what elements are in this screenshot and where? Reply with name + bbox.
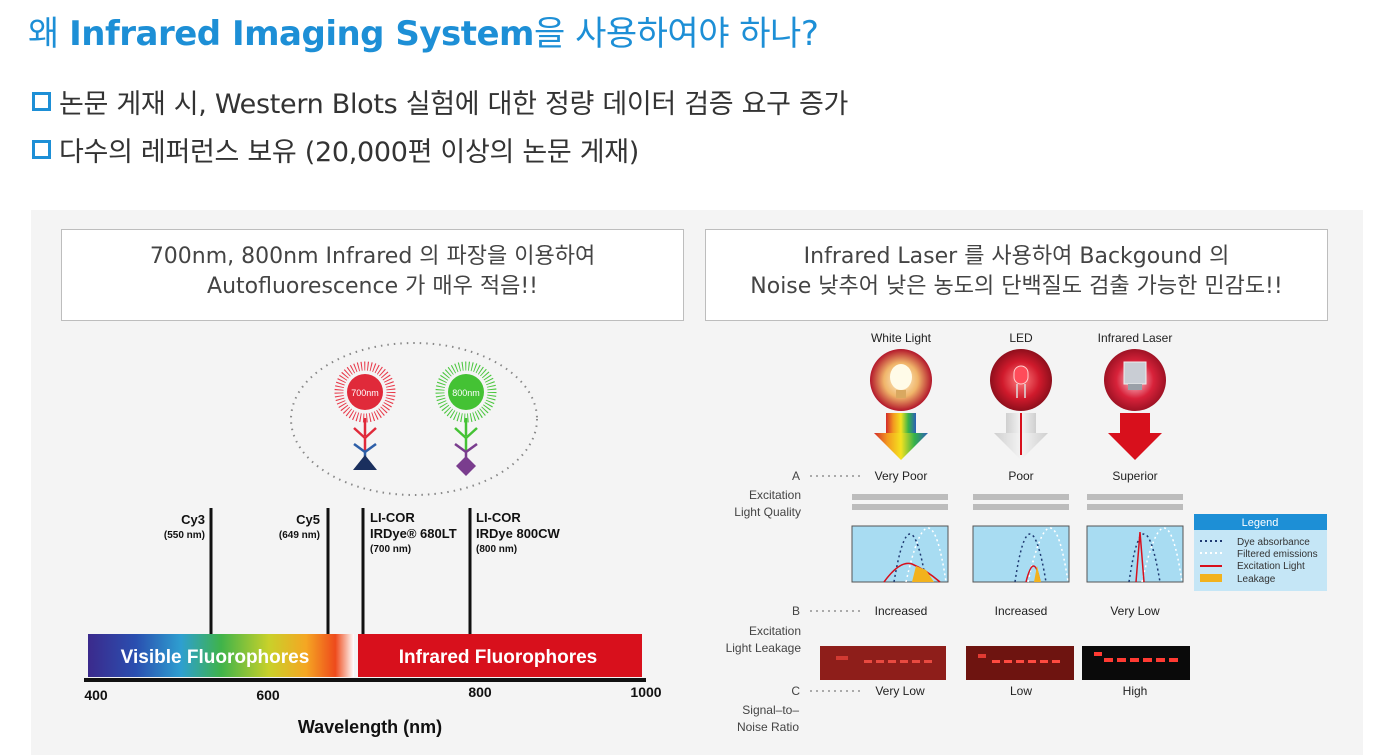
blot-image-laser	[1082, 646, 1190, 680]
axis-title: Wavelength (nm)	[298, 717, 442, 737]
title-brand: Infrared Imaging System	[69, 14, 534, 54]
axis-tick-400: 400	[84, 687, 108, 703]
marker-680-line2: IRDye® 680LT	[370, 526, 457, 541]
source-led-label: LED	[1009, 331, 1033, 345]
legend-item-excitation: Excitation Light	[1237, 561, 1305, 572]
left-callout-line2: Autofluorescence 가 매우 적음!!	[207, 274, 538, 299]
checkbox-square-icon	[32, 140, 51, 159]
laser-arrow-icon	[1108, 413, 1162, 460]
spectrum-graph-laser	[1086, 525, 1184, 583]
legend-title: Legend	[1242, 517, 1279, 529]
marker-680-name: LI-COR	[370, 510, 415, 525]
row-b-value-laser: Very Low	[1110, 604, 1160, 618]
row-a-label-line1: Excitation	[749, 488, 801, 502]
white-light-bulb-icon	[870, 349, 932, 411]
led-bulb-icon	[990, 349, 1052, 411]
row-b-label-line2: Light Leakage	[726, 641, 802, 655]
bubble-700-label: 700nm	[351, 388, 379, 398]
right-callout: Infrared Laser 를 사용하여 Backgound 의 Noise …	[705, 229, 1328, 321]
marker-800-sub: (800 nm)	[476, 544, 517, 555]
visible-band-label: Visible Fluorophores	[121, 647, 310, 668]
marker-cy5-name: Cy5	[296, 512, 320, 527]
row-a-letter: A	[792, 469, 800, 483]
marker-cy3-name: Cy3	[181, 512, 205, 527]
axis-tick-600: 600	[256, 687, 280, 703]
page-title: 왜 Infrared Imaging System을 사용하여야 하나?	[28, 6, 819, 55]
left-callout-line1: 700nm, 800nm Infrared 의 파장을 이용하여	[149, 244, 596, 269]
legend-item-leakage: Leakage	[1237, 574, 1276, 585]
spectrum-graph-led	[972, 525, 1070, 583]
visible-band	[88, 634, 354, 677]
white-light-arrow-icon	[874, 413, 928, 460]
checkbox-square-icon	[32, 92, 51, 111]
blot-image-led	[966, 646, 1074, 680]
row-b-label-line1: Excitation	[749, 624, 801, 638]
spectrum-graph-white	[851, 525, 949, 583]
row-b-value-led: Increased	[995, 604, 1048, 618]
row-c-value-laser: High	[1123, 684, 1148, 698]
bubble-800-label: 800nm	[452, 388, 480, 398]
source-laser-label: Infrared Laser	[1098, 331, 1173, 345]
bullet-item-2: 다수의 레퍼런스 보유 (20,000편 이상의 논문 게재)	[32, 130, 639, 169]
row-a-value-led: Poor	[1008, 469, 1033, 483]
title-prefix: 왜	[28, 14, 70, 54]
source-white-light-label: White Light	[871, 331, 932, 345]
marker-cy5-sub: (649 nm)	[279, 530, 320, 541]
bubble-800-icon	[435, 361, 497, 423]
laser-bulb-icon	[1104, 349, 1166, 411]
row-c-value-white: Very Low	[875, 684, 925, 698]
legend-item-filtered: Filtered emissions	[1237, 549, 1318, 560]
bullet-text-2: 다수의 레퍼런스 보유 (20,000편 이상의 논문 게재)	[59, 137, 640, 168]
row-b-value-white: Increased	[875, 604, 928, 618]
row-c-letter: C	[791, 684, 800, 698]
axis-tick-800: 800	[468, 684, 492, 700]
axis-tick-1000: 1000	[630, 684, 661, 700]
infrared-band-label: Infrared Fluorophores	[399, 647, 597, 668]
infrared-band	[358, 634, 642, 677]
right-callout-line2: Noise 낮추어 낮은 농도의 단백질도 검출 가능한 민감도!!	[750, 274, 1283, 299]
row-a-value-white: Very Poor	[875, 469, 928, 483]
antibody-ellipse	[290, 342, 538, 496]
legend-item-dye: Dye absorbance	[1237, 537, 1310, 548]
title-suffix: 을 사용하여야 하나?	[533, 14, 819, 54]
row-a-value-laser: Superior	[1112, 469, 1157, 483]
marker-680-sub: (700 nm)	[370, 544, 411, 555]
blot-image-white	[820, 646, 946, 680]
marker-800-name: LI-COR	[476, 510, 521, 525]
led-arrow-icon	[994, 413, 1048, 460]
row-c-value-led: Low	[1010, 684, 1032, 698]
marker-cy3-sub: (550 nm)	[164, 530, 205, 541]
marker-800-line2: IRDye 800CW	[476, 526, 561, 541]
right-callout-line1: Infrared Laser 를 사용하여 Backgound 의	[803, 244, 1230, 269]
antibody-800-icon	[454, 418, 478, 458]
row-c-label-line1: Signal–to–	[742, 703, 799, 717]
row-c-label-line2: Noise Ratio	[737, 720, 799, 734]
left-callout: 700nm, 800nm Infrared 의 파장을 이용하여 Autoflu…	[61, 229, 684, 321]
legend-box	[1194, 514, 1327, 591]
row-b-letter: B	[792, 604, 800, 618]
bullet-text-1: 논문 게재 시, Western Blots 실험에 대한 정량 데이터 검증 …	[59, 89, 849, 120]
antigen-700-icon	[353, 455, 377, 470]
antibody-700-icon	[353, 418, 377, 462]
bullet-item-1: 논문 게재 시, Western Blots 실험에 대한 정량 데이터 검증 …	[32, 82, 848, 121]
row-a-label-line2: Light Quality	[734, 505, 801, 519]
filter-stripes	[852, 494, 1183, 510]
antigen-800-icon	[456, 456, 476, 476]
bubble-700-icon	[334, 361, 396, 423]
